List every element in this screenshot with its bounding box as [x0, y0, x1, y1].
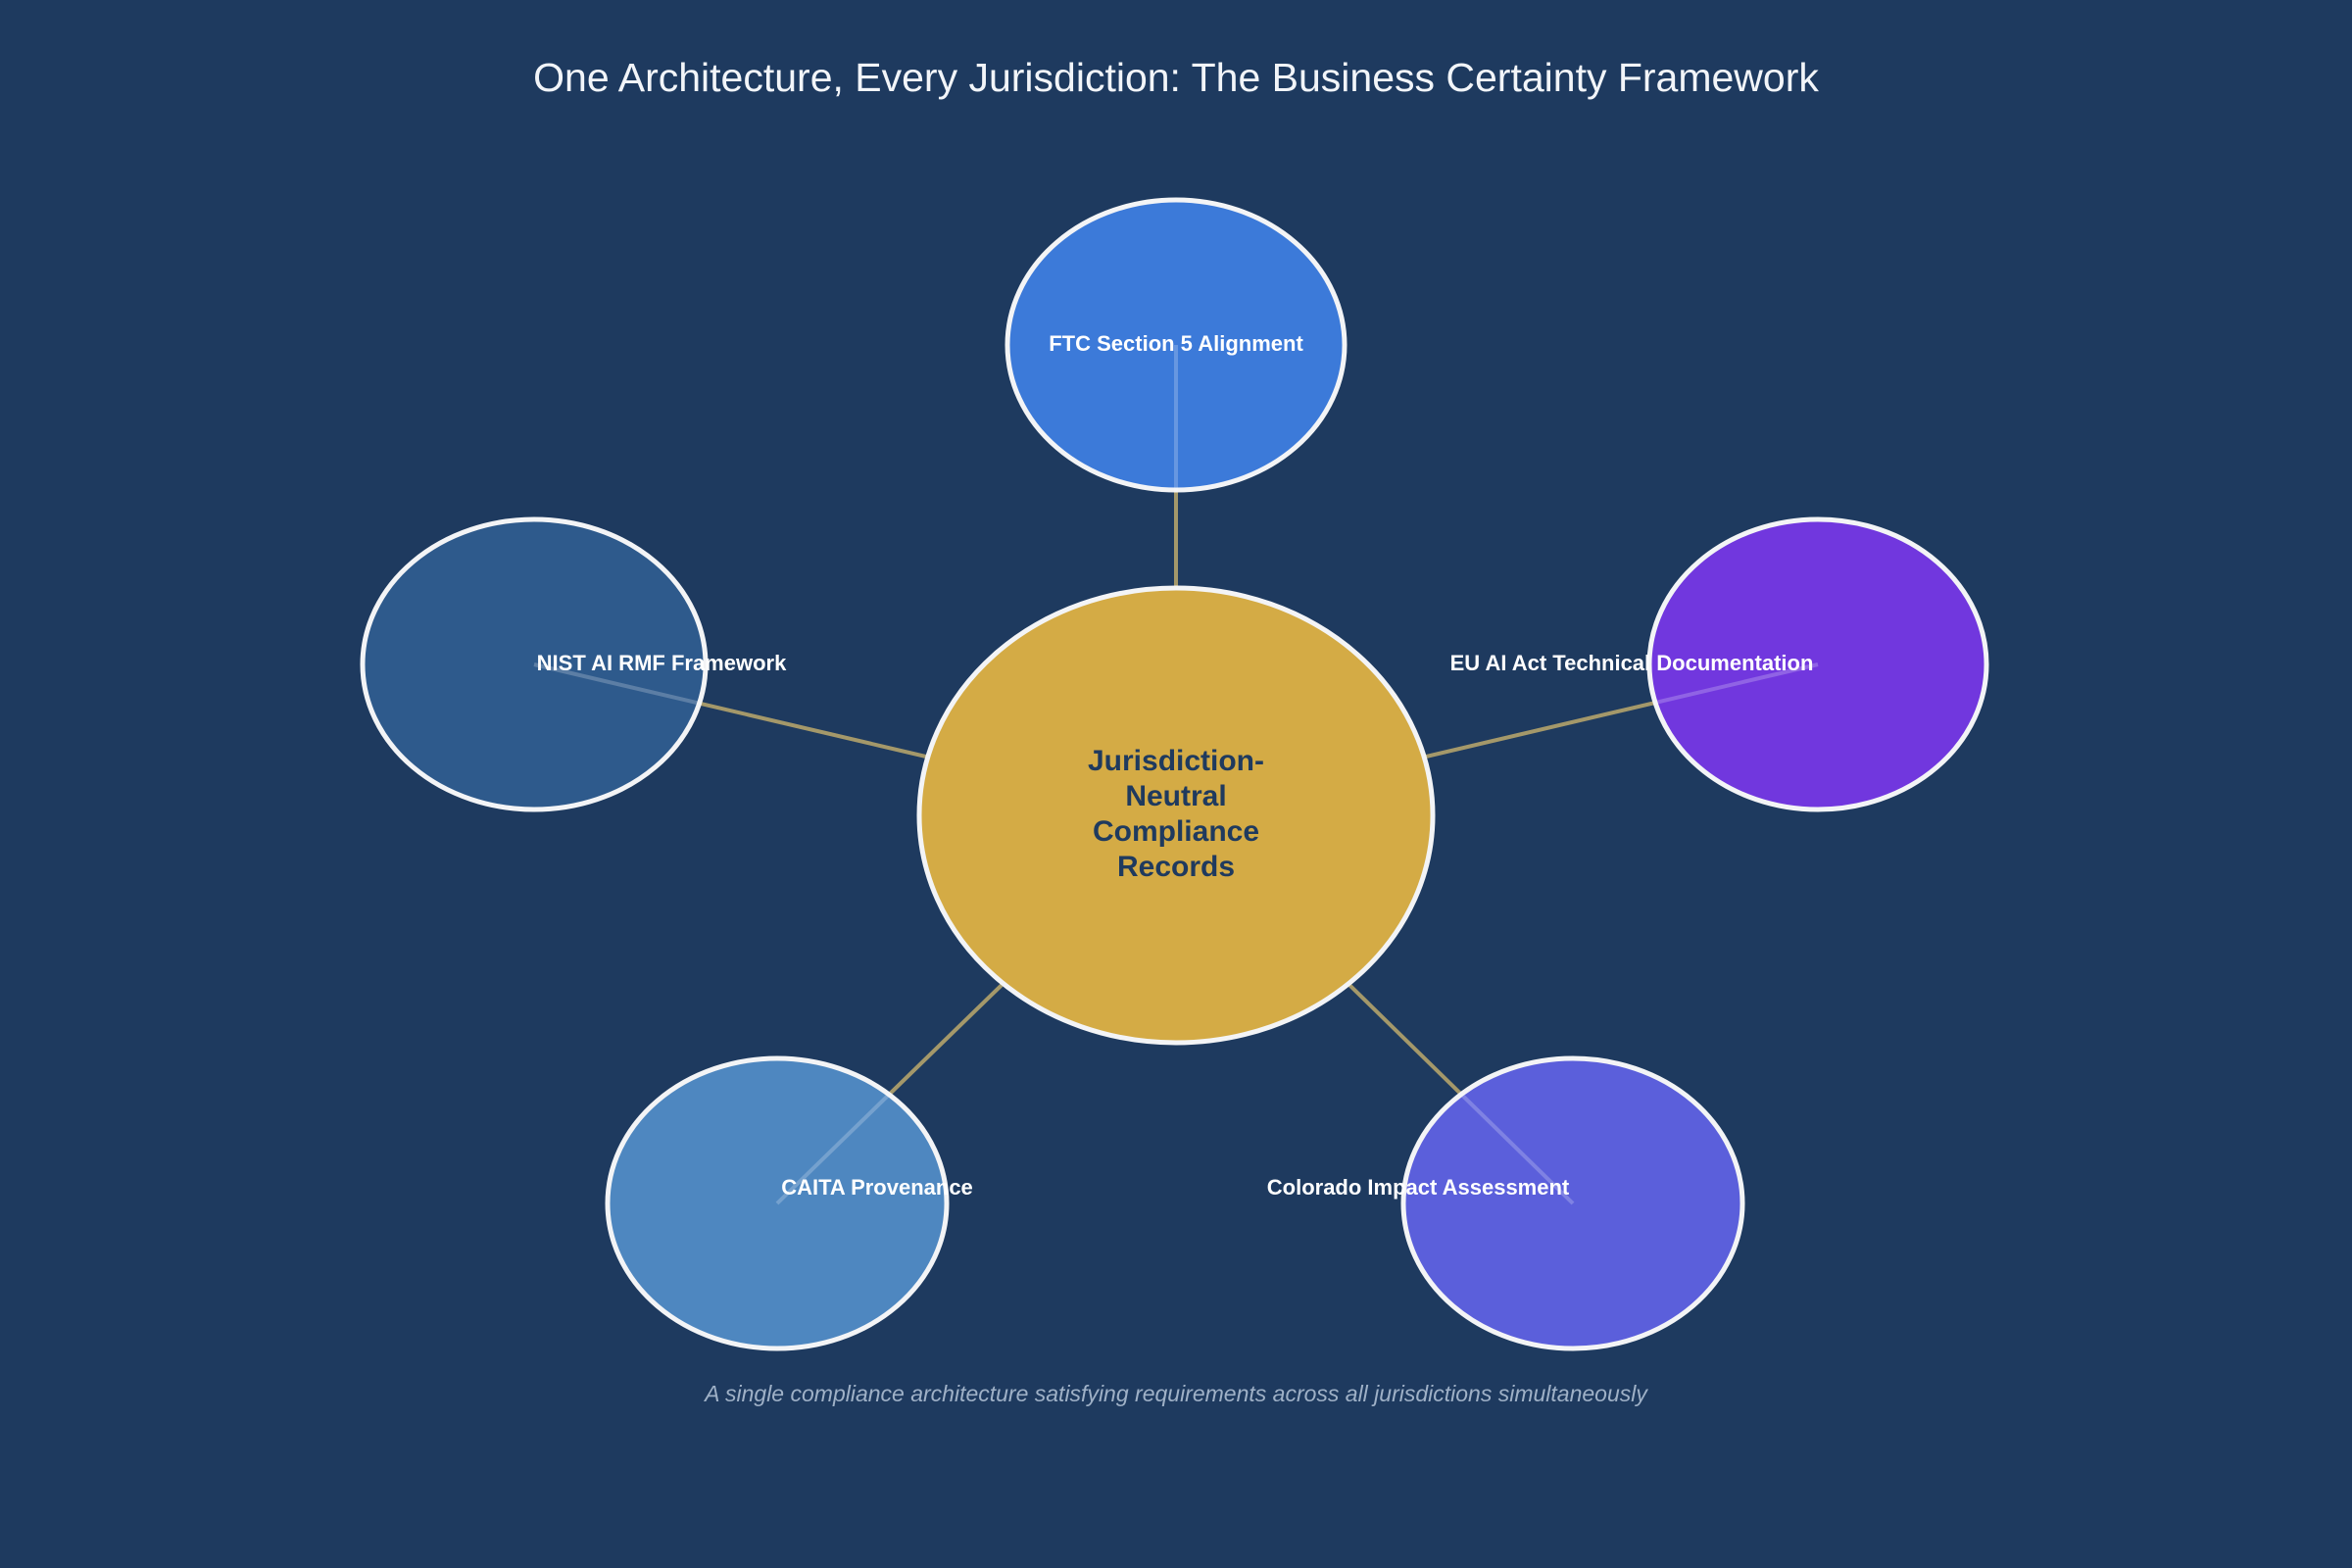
page-title: One Architecture, Every Jurisdiction: Th… — [533, 55, 1819, 100]
node-nist[interactable] — [360, 516, 709, 812]
node-nist-shape[interactable] — [360, 516, 709, 812]
node-colorado[interactable] — [1400, 1055, 1745, 1351]
node-eu-ai-act-shape[interactable] — [1646, 516, 1989, 812]
node-caita[interactable] — [605, 1055, 950, 1351]
node-center-label-line-1: Jurisdiction- — [1088, 745, 1264, 777]
node-ftc[interactable] — [1004, 197, 1348, 493]
node-colorado-label: Colorado Impact Assessment — [1267, 1175, 1570, 1200]
node-eu-ai-act[interactable] — [1646, 516, 1989, 812]
node-center-label-line-2: Neutral — [1125, 780, 1226, 812]
figure-caption: A single compliance architecture satisfy… — [703, 1381, 1648, 1406]
node-colorado-shape[interactable] — [1400, 1055, 1745, 1351]
node-center[interactable]: Jurisdiction- Neutral Compliance Records — [916, 585, 1436, 1046]
node-center-label-line-3: Compliance — [1093, 815, 1259, 848]
node-caita-label: CAITA Provenance — [781, 1175, 973, 1200]
node-caita-shape[interactable] — [605, 1055, 950, 1351]
node-ftc-label: FTC Section 5 Alignment — [1049, 331, 1303, 356]
node-center-label-line-4: Records — [1117, 851, 1235, 883]
node-ftc-shape[interactable] — [1004, 197, 1348, 493]
node-center-shape[interactable] — [916, 585, 1436, 1046]
node-eu-ai-act-label: EU AI Act Technical Documentation — [1450, 651, 1814, 675]
node-nist-label: NIST AI RMF Framework — [537, 651, 787, 675]
node-label-group: FTC Section 5 Alignment NIST AI RMF Fram… — [537, 331, 1814, 1200]
